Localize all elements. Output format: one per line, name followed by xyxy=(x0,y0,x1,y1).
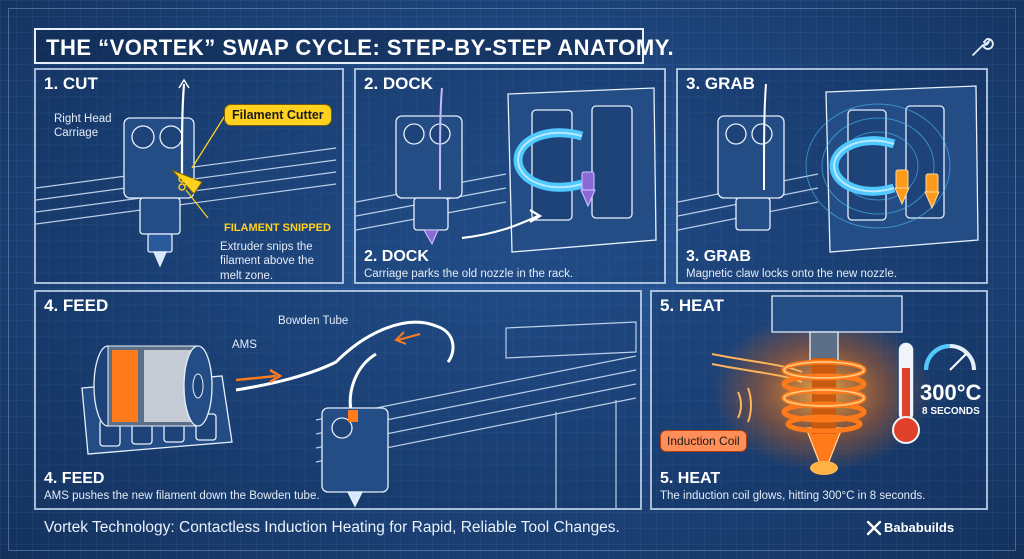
footer-tagline: Vortek Technology: Contactless Induction… xyxy=(44,519,620,536)
temperature-readout: 300°C xyxy=(920,380,982,405)
bowden-tube-label: Bowden Tube xyxy=(278,315,349,327)
induction-coil-icon xyxy=(781,358,867,434)
hotend-icon xyxy=(36,78,337,268)
nozzle-icon xyxy=(580,171,596,208)
panel-title: 1. CUT xyxy=(44,74,98,93)
page-title: THE “VORTEK” SWAP CYCLE: STEP-BY-STEP AN… xyxy=(46,35,675,60)
induction-coil-callout: Induction Coil xyxy=(660,430,747,452)
thermometer-icon xyxy=(892,341,920,444)
ams-label: AMS xyxy=(232,339,257,351)
panel-caption: 3. GRAB xyxy=(686,248,751,265)
panel-title: 3. GRAB xyxy=(686,74,755,93)
blueprint-frame xyxy=(8,8,1016,551)
panel-title: 5. HEAT xyxy=(660,296,724,315)
panel-caption: 4. FEED xyxy=(44,470,105,487)
head-carriage-label: Right Head Carriage xyxy=(54,113,112,140)
nozzle-icon xyxy=(924,173,940,210)
panel-feed: 4. FEED AMS Bowden Tube xyxy=(34,290,642,510)
magnet-claw-icon xyxy=(829,136,896,196)
panel-description: The induction coil glows, hitting 300°C … xyxy=(660,490,926,502)
gauge-icon xyxy=(924,344,976,371)
panel-caption: 5. HEAT xyxy=(660,470,721,487)
panel-description: Carriage parks the old nozzle in the rac… xyxy=(364,268,574,280)
duration-readout: 8 SECONDS xyxy=(922,406,980,417)
panel-description: AMS pushes the new filament down the Bow… xyxy=(44,490,320,502)
panel-title: 2. DOCK xyxy=(364,74,433,93)
nozzle-icon xyxy=(894,169,910,206)
brand-logo-icon xyxy=(866,520,882,536)
title-box: THE “VORTEK” SWAP CYCLE: STEP-BY-STEP AN… xyxy=(34,28,674,64)
panel-heat: 5. HEAT xyxy=(650,290,988,510)
panel-title: 4. FEED xyxy=(44,296,109,315)
panel-dock: 2. DOCK 2. DOCK Carriage parks t xyxy=(354,68,666,284)
panel-description: Extruder snips the filament above the me… xyxy=(220,241,314,282)
filament-cutter-callout: Filament Cutter xyxy=(224,104,332,126)
scissors-icon xyxy=(178,175,195,191)
filament-snipped-label: FILAMENT SNIPPED xyxy=(224,222,331,234)
magnet-claw-icon xyxy=(513,128,584,192)
wrench-icon xyxy=(972,38,994,56)
spool-icon xyxy=(93,345,213,427)
panel-description: Magnetic claw locks onto the new nozzle. xyxy=(686,268,897,280)
panel-caption: 2. DOCK xyxy=(364,248,429,265)
panel-grab: 3. GRAB 3. GRAB Magn xyxy=(676,68,988,284)
brand-name: Bababuilds xyxy=(884,520,955,535)
panel-cut: 1. CUT Right Head Carriage Filament Cutt… xyxy=(34,68,344,284)
